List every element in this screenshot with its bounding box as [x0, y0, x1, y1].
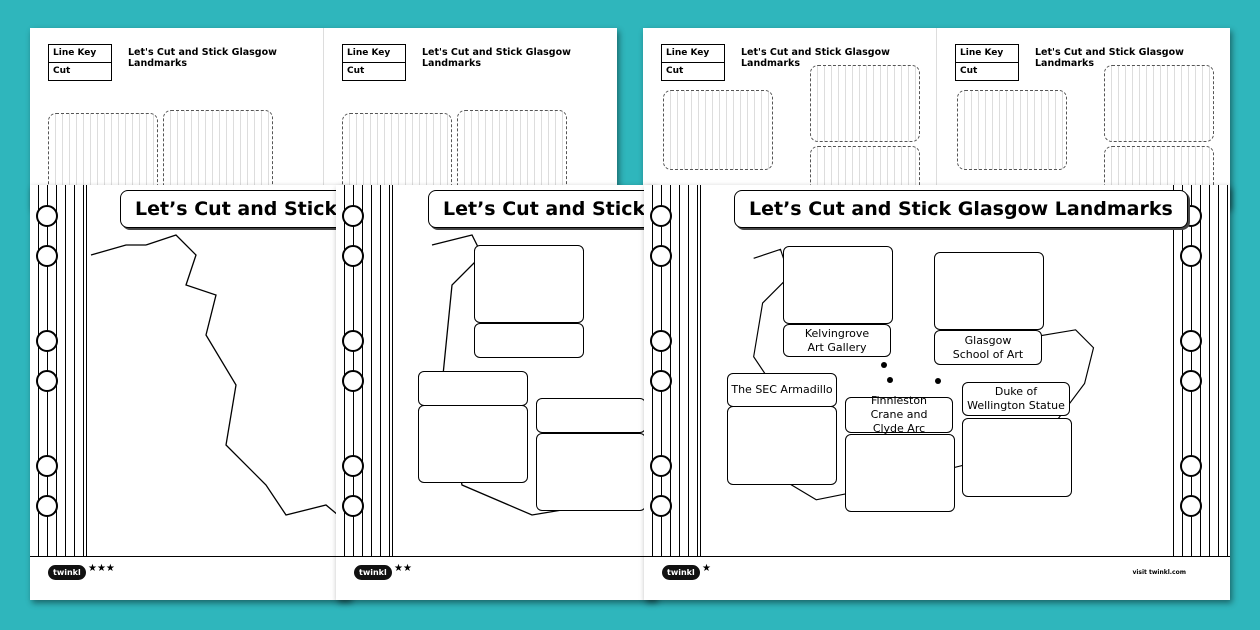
rose-ornament-icon [1180, 245, 1202, 267]
sec-picture-box [727, 406, 837, 485]
difficulty-stars: ★★★ [88, 563, 115, 574]
rose-ornament-icon [342, 370, 364, 392]
difficulty-stars: ★ [702, 563, 711, 574]
kelvingrove-label: Kelvingrove Art Gallery [783, 324, 891, 357]
sec-label: The SEC Armadillo [727, 373, 837, 407]
rose-ornament-icon [342, 245, 364, 267]
cut-label: Cut [960, 66, 978, 76]
location-dot [887, 377, 893, 383]
worksheet-1-star: Let’s Cut and Stick Glasgow Landmarks Ke… [644, 185, 1230, 600]
finnieston-picture-box [845, 434, 955, 512]
cut-label: Cut [347, 66, 365, 76]
worksheet-title: Let’s Cut and Stick Glasgow Landmarks [734, 190, 1188, 228]
rose-ornament-icon [1180, 455, 1202, 477]
rose-ornament-icon [650, 245, 672, 267]
line-key-label: Line Key [956, 45, 1018, 63]
rose-ornament-icon [342, 330, 364, 352]
rose-ornament-icon [650, 370, 672, 392]
rose-ornament-icon [650, 330, 672, 352]
cut-sheet-title: Let's Cut and Stick Glasgow Landmarks [1035, 47, 1184, 69]
line-key-label: Line Key [662, 45, 724, 63]
rose-ornament-icon [650, 495, 672, 517]
rose-ornament-icon [650, 205, 672, 227]
location-dot [935, 378, 941, 384]
rose-ornament-icon [36, 370, 58, 392]
picture-box [418, 405, 528, 483]
rose-ornament-icon [36, 245, 58, 267]
glasgow-map-outline [90, 234, 350, 526]
decorative-border-right [1173, 185, 1230, 557]
footer: twinkl★ visit twinkl.com [644, 556, 1230, 600]
cut-sheet-title: Let's Cut and Stick Glasgow Landmarks [128, 47, 277, 69]
twinkl-logo: twinkl [662, 565, 700, 580]
worksheet-title: Let’s Cut and Stick Glasgow Landmarks [120, 190, 350, 228]
twinkl-logo: twinkl [354, 565, 392, 580]
label-box [474, 323, 584, 358]
difficulty-stars: ★★ [394, 563, 412, 574]
line-key-label: Line Key [49, 45, 111, 63]
line-key-label: Line Key [343, 45, 405, 63]
cut-label: Cut [666, 66, 684, 76]
worksheet-title: Let’s Cut and Stick Glasgow Landmarks [428, 190, 656, 228]
footer: twinkl★★ [336, 556, 656, 600]
finnieston-label: Finnieston Crane and Clyde Arc [845, 394, 953, 435]
picture-box [536, 433, 646, 511]
rose-ornament-icon [1180, 370, 1202, 392]
decorative-border [644, 185, 701, 557]
rose-ornament-icon [342, 495, 364, 517]
worksheet-2-star: Let’s Cut and Stick Glasgow Landmarks tw… [336, 185, 656, 600]
worksheet-3-star: Let’s Cut and Stick Glasgow Landmarks tw… [30, 185, 350, 600]
rose-ornament-icon [342, 205, 364, 227]
decorative-border [30, 185, 87, 557]
label-box [418, 371, 528, 406]
statue-picture [957, 90, 1067, 170]
glasgow-map-outline [431, 234, 593, 516]
rose-ornament-icon [36, 205, 58, 227]
duke-label: Duke of Wellington Statue [962, 382, 1070, 416]
cut-sheet-title: Let's Cut and Stick Glasgow Landmarks [422, 47, 571, 69]
rose-ornament-icon [342, 455, 364, 477]
gallery-picture [1104, 65, 1214, 142]
statue-picture [663, 90, 773, 170]
rose-ornament-icon [36, 455, 58, 477]
duke-picture-box [962, 418, 1072, 497]
rose-ornament-icon [650, 455, 672, 477]
label-box [536, 398, 646, 433]
cut-label: Cut [53, 66, 71, 76]
website-text: visit twinkl.com [1132, 569, 1186, 576]
rose-ornament-icon [36, 495, 58, 517]
school-of-art-picture-box [934, 252, 1044, 330]
rose-ornament-icon [1180, 495, 1202, 517]
decorative-border [336, 185, 393, 557]
picture-box [474, 245, 584, 323]
location-dot [881, 362, 887, 368]
footer: twinkl★★★ [30, 556, 350, 600]
kelvingrove-picture-box [783, 246, 893, 324]
twinkl-logo: twinkl [48, 565, 86, 580]
school-of-art-label: Glasgow School of Art [934, 330, 1042, 365]
gallery-picture [810, 65, 920, 142]
rose-ornament-icon [36, 330, 58, 352]
rose-ornament-icon [1180, 330, 1202, 352]
cut-sheet-title: Let's Cut and Stick Glasgow Landmarks [741, 47, 890, 69]
